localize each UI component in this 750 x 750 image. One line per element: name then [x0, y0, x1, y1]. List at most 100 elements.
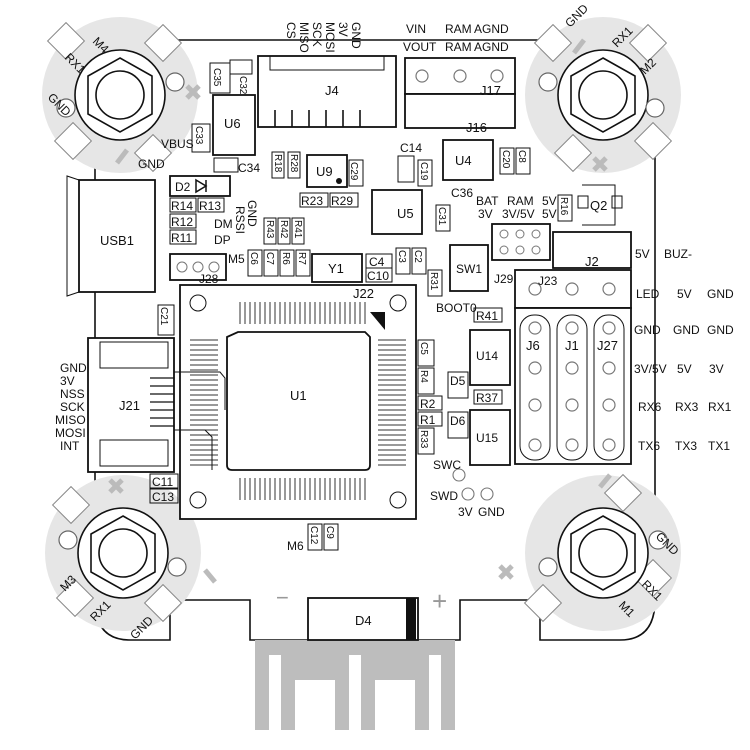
- svg-text:C21: C21: [158, 307, 169, 326]
- svg-text:CS: CS: [284, 22, 298, 39]
- svg-text:R14: R14: [171, 199, 193, 213]
- j2-label: J2: [585, 254, 599, 269]
- right-header-labels: LED 5V GND GND GND GND 3V/5V 5V 3V RX6 R…: [634, 287, 734, 453]
- j6-label: J6: [526, 338, 540, 353]
- svg-text:C33: C33: [193, 126, 204, 145]
- svg-text:C9: C9: [324, 526, 335, 539]
- svg-text:VOUT: VOUT: [403, 40, 437, 54]
- vbus-label: VBUS: [161, 137, 194, 151]
- svg-text:TX6: TX6: [638, 439, 660, 453]
- minus-sign: −: [276, 585, 289, 610]
- svg-text:R18: R18: [272, 154, 283, 173]
- svg-text:R2: R2: [420, 397, 436, 411]
- svg-text:RX1: RX1: [708, 400, 732, 414]
- svg-text:RAM: RAM: [445, 22, 472, 36]
- u15-body: [469, 409, 511, 466]
- svg-text:C29: C29: [348, 162, 359, 181]
- svg-text:R33: R33: [418, 430, 429, 449]
- svg-text:R12: R12: [171, 215, 193, 229]
- j1-label: J1: [565, 338, 579, 353]
- svg-text:C2: C2: [412, 250, 423, 263]
- svg-text:R29: R29: [331, 194, 353, 208]
- u5-label: U5: [397, 206, 414, 221]
- j27-label: J27: [597, 338, 618, 353]
- svg-text:C19: C19: [418, 162, 429, 181]
- svg-text:GND: GND: [634, 323, 661, 337]
- j29-label: J29: [494, 272, 514, 286]
- corner-ring-top-right: [525, 17, 681, 173]
- m5-label: M5: [228, 252, 245, 266]
- d2-body: [169, 175, 231, 197]
- boot0-label: BOOT0: [436, 301, 477, 315]
- j4-body: [257, 55, 397, 128]
- svg-text:C10: C10: [367, 269, 389, 283]
- u6-body: [212, 94, 256, 156]
- y1-label: Y1: [328, 261, 344, 276]
- svg-text:C35: C35: [211, 68, 222, 87]
- svg-text:C31: C31: [436, 207, 447, 226]
- svg-text:D2: D2: [175, 180, 191, 194]
- j2-body: [552, 231, 632, 269]
- svg-text:INT: INT: [60, 439, 80, 453]
- j17-pin-labels: VIN RAM AGND VOUT RAM AGND: [403, 22, 509, 54]
- svg-text:C13: C13: [152, 490, 174, 504]
- u5-body: [371, 189, 423, 235]
- svg-text:RSSI: RSSI: [233, 206, 247, 234]
- svg-text:R23: R23: [301, 194, 323, 208]
- svg-text:MISO: MISO: [297, 22, 311, 53]
- u1-die: [226, 331, 371, 471]
- svg-text:MOSI: MOSI: [323, 22, 337, 53]
- svg-text:R13: R13: [199, 199, 221, 213]
- svg-text:R41: R41: [476, 309, 498, 323]
- corner-ring-bottom-left: [45, 475, 201, 631]
- svg-text:R37: R37: [476, 391, 498, 405]
- svg-text:MOSI: MOSI: [55, 426, 86, 440]
- svg-text:TX3: TX3: [675, 439, 697, 453]
- swc-label: SWC: [433, 458, 461, 472]
- svg-text:GND: GND: [349, 22, 363, 49]
- usb-gnd-label: GND: [138, 157, 165, 171]
- svg-text:C6: C6: [248, 252, 259, 265]
- alignment-marks: [108, 38, 612, 584]
- svg-text:C20: C20: [500, 150, 511, 169]
- j16-body: [404, 93, 516, 129]
- svg-text:RX6: RX6: [638, 400, 662, 414]
- d4-label: D4: [355, 613, 372, 628]
- svg-text:3V: 3V: [709, 362, 724, 376]
- svg-text:3V: 3V: [336, 22, 350, 37]
- svg-text:SCK: SCK: [310, 22, 324, 47]
- j23-label: J23: [538, 274, 558, 288]
- u1-pins: [190, 302, 406, 500]
- j22-label: J22: [353, 286, 374, 301]
- j4-label: J4: [325, 83, 339, 98]
- svg-text:D5: D5: [450, 374, 466, 388]
- svg-text:C14: C14: [400, 141, 422, 155]
- svg-text:C36: C36: [451, 186, 473, 200]
- svg-text:D6: D6: [450, 414, 466, 428]
- svg-text:AGND: AGND: [474, 22, 509, 36]
- svg-text:SCK: SCK: [60, 400, 85, 414]
- svg-text:GND: GND: [707, 323, 734, 337]
- u15-label: U15: [476, 431, 498, 445]
- usb1-label: USB1: [100, 233, 134, 248]
- svg-text:C4: C4: [369, 255, 385, 269]
- u9-label: U9: [316, 164, 333, 179]
- ram-label: RAM: [507, 194, 534, 208]
- svg-text:RX3: RX3: [675, 400, 699, 414]
- svg-text:LED: LED: [636, 287, 660, 301]
- svg-text:TX1: TX1: [708, 439, 730, 453]
- svg-text:R11: R11: [171, 231, 192, 245]
- svg-text:R31: R31: [428, 272, 439, 291]
- u14-label: U14: [476, 349, 498, 363]
- swd-label: SWD: [430, 489, 458, 503]
- m6-label: M6: [287, 539, 304, 553]
- svg-text:5V: 5V: [542, 207, 557, 221]
- svg-text:3V: 3V: [60, 374, 75, 388]
- svg-text:R43: R43: [264, 220, 275, 239]
- svg-text:5V: 5V: [635, 247, 650, 261]
- svg-text:C7: C7: [264, 252, 275, 265]
- svg-text:C5: C5: [418, 342, 429, 355]
- swd-gnd-label: GND: [478, 505, 505, 519]
- svg-text:GND: GND: [673, 323, 700, 337]
